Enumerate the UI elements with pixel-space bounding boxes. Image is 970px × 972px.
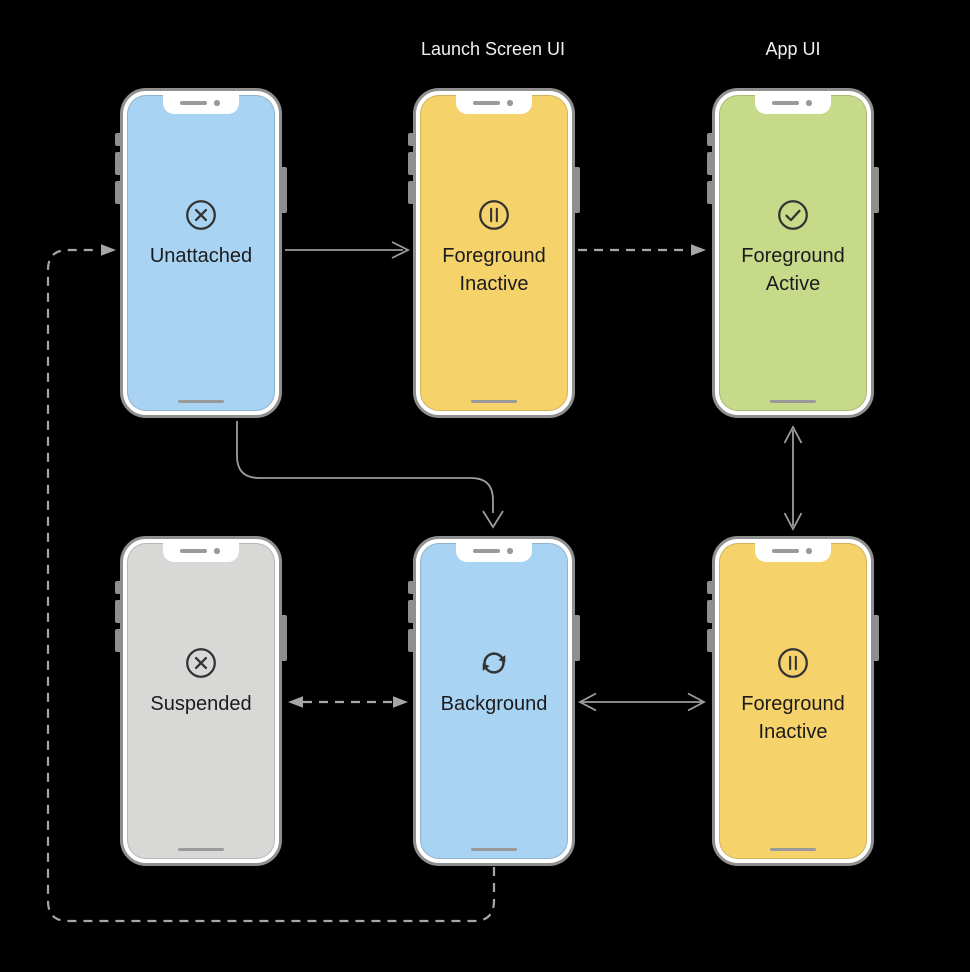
notch [163,543,239,562]
camera-icon [806,100,812,106]
arrow-background-to-foreground-inactive-bidirectional [578,692,706,712]
volume-up-button [115,600,120,623]
home-indicator [178,848,224,851]
state-label: Foreground Inactive [442,245,546,295]
camera-icon [214,548,220,554]
camera-icon [806,548,812,554]
power-button [282,615,287,661]
volume-up-button [408,152,413,175]
notch [755,95,831,114]
power-button [874,615,879,661]
volume-down-button [707,181,712,204]
phone-screen: Foreground Inactive [420,95,568,411]
mute-switch [408,133,413,146]
mute-switch [115,133,120,146]
speaker-icon [772,549,799,553]
state-label: Foreground Active [741,245,845,295]
home-indicator [770,848,816,851]
sync-icon [482,652,506,674]
state-label: Unattached [149,245,253,267]
x-circle-icon [186,648,216,678]
speaker-icon [180,549,207,553]
home-indicator [178,400,224,403]
speaker-icon [473,101,500,105]
volume-down-button [115,629,120,652]
check-circle-icon [778,200,808,230]
pause-circle-icon [479,200,509,230]
power-button [575,167,580,213]
volume-down-button [115,181,120,204]
phone-foreground-inactive-launch: Foreground Inactive [408,88,580,418]
phone-screen: Foreground Inactive [719,543,867,859]
notch [456,95,532,114]
x-circle-icon [186,200,216,230]
mute-switch [115,581,120,594]
mute-switch [408,581,413,594]
notch [163,95,239,114]
power-button [575,615,580,661]
speaker-icon [772,101,799,105]
volume-up-button [707,600,712,623]
phone-background: Background [408,536,580,866]
phone-screen: Foreground Active [719,95,867,411]
phone-suspended: Suspended [115,536,287,866]
speaker-icon [180,101,207,105]
phone-screen: Unattached [127,95,275,411]
arrow-unattached-to-background [236,421,504,529]
volume-up-button [408,600,413,623]
phone-screen: Suspended [127,543,275,859]
power-button [282,167,287,213]
arrow-foreground-inactive-to-foreground-active [578,244,706,256]
arrow-suspended-to-background-bidirectional [288,696,408,708]
camera-icon [507,548,513,554]
pause-circle-icon [778,648,808,678]
phone-foreground-active: Foreground Active [707,88,879,418]
volume-down-button [707,629,712,652]
heading-app-ui: App UI [765,39,821,59]
notch [755,543,831,562]
state-label: Foreground Inactive [741,693,845,743]
power-button [874,167,879,213]
camera-icon [214,100,220,106]
phone-foreground-inactive-app: Foreground Inactive [707,536,879,866]
arrow-foreground-active-to-foreground-inactive-bidirectional [783,425,803,531]
home-indicator [770,400,816,403]
heading-launch-screen-ui: Launch Screen UI [420,39,566,59]
volume-up-button [115,152,120,175]
home-indicator [471,400,517,403]
arrow-unattached-to-foreground-inactive [285,241,411,259]
mute-switch [707,133,712,146]
volume-down-button [408,629,413,652]
state-label: Background [440,693,548,715]
home-indicator [471,848,517,851]
phone-unattached: Unattached [115,88,287,418]
mute-switch [707,581,712,594]
camera-icon [507,100,513,106]
state-label: Suspended [150,693,252,715]
notch [456,543,532,562]
volume-down-button [408,181,413,204]
speaker-icon [473,549,500,553]
phone-screen: Background [420,543,568,859]
volume-up-button [707,152,712,175]
